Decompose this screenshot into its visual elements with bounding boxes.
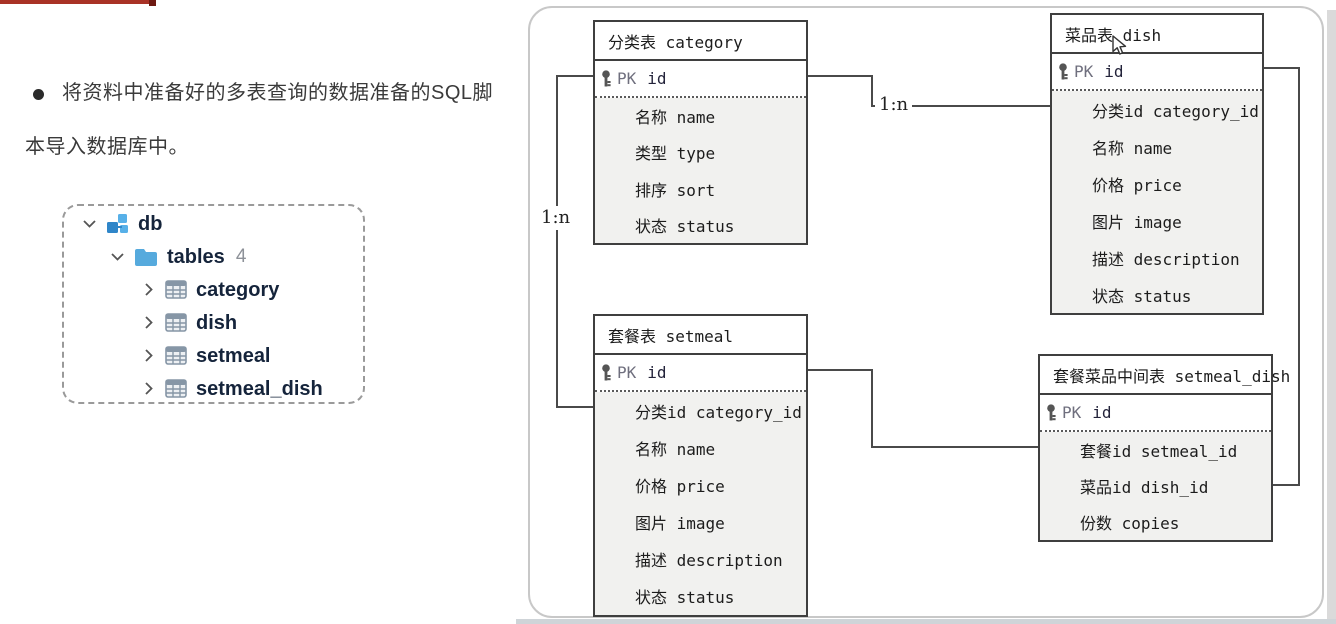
- er-field-list: 分类id category_id 名称 name 价格 price 图片 ima…: [1052, 91, 1262, 313]
- chevron-right-icon[interactable]: [141, 315, 156, 330]
- er-pk-row: PK id: [595, 61, 806, 98]
- pk-field: id: [1104, 62, 1124, 81]
- er-field: 菜品id dish_id: [1080, 478, 1209, 497]
- er-field: 价格 price: [635, 476, 725, 496]
- db-tree-panel: db tables 4: [62, 204, 365, 404]
- pk-tag: PK: [1074, 62, 1094, 81]
- er-field: 套餐id setmeal_id: [1080, 442, 1238, 461]
- chevron-right-icon[interactable]: [141, 282, 156, 297]
- primary-key-icon: [1045, 403, 1057, 422]
- folder-icon: [134, 247, 158, 267]
- primary-key-icon: [600, 69, 612, 88]
- bottom-edge-strip: [516, 619, 1336, 624]
- tree-item-label: db: [138, 212, 163, 235]
- chevron-right-icon[interactable]: [141, 381, 156, 396]
- er-field-list: 名称 name 类型 type 排序 sort 状态 status: [595, 98, 806, 243]
- table-icon: [165, 346, 187, 365]
- er-field: 名称 name: [635, 108, 716, 128]
- table-icon: [165, 280, 187, 299]
- er-table-title: 套餐菜品中间表 setmeal_dish: [1040, 356, 1290, 395]
- tree-item-tables[interactable]: tables 4: [64, 240, 363, 273]
- er-field: 描述 description: [1092, 249, 1240, 269]
- chevron-down-icon[interactable]: [82, 216, 97, 231]
- er-field-list: 分类id category_id 名称 name 价格 price 图片 ima…: [595, 392, 806, 615]
- er-table-category: 分类表 category PK id 名称 name 类型 type 排序 so…: [593, 20, 808, 245]
- er-field: 描述 description: [635, 551, 783, 571]
- er-table-title: 菜品表 dish: [1052, 15, 1262, 54]
- er-pk-row: PK id: [1040, 395, 1271, 432]
- database-schema-icon: [106, 213, 129, 235]
- chevron-down-icon[interactable]: [110, 249, 125, 264]
- pk-tag: PK: [1062, 403, 1082, 422]
- er-field: 价格 price: [1092, 175, 1182, 195]
- er-field: 状态 status: [635, 216, 735, 236]
- tree-item-label: category: [196, 278, 280, 301]
- red-header-strip: [0, 0, 155, 4]
- er-field: 名称 name: [635, 439, 716, 459]
- er-field: 类型 type: [635, 144, 716, 164]
- er-field: 图片 image: [635, 514, 725, 534]
- er-table-title: 套餐表 setmeal: [595, 316, 806, 355]
- table-icon: [165, 313, 187, 332]
- er-table-dish: 菜品表 dish PK id 分类id category_id 名称 name …: [1050, 13, 1264, 315]
- bullet-dot: [33, 89, 44, 100]
- mouse-cursor-icon: [1112, 35, 1127, 55]
- right-edge-strip: [1327, 10, 1336, 624]
- tree-item-db[interactable]: db: [64, 207, 363, 240]
- pk-tag: PK: [617, 69, 637, 88]
- pk-field: id: [1092, 403, 1112, 422]
- er-field: 排序 sort: [635, 180, 716, 200]
- primary-key-icon: [600, 363, 612, 382]
- er-table-title: 分类表 category: [595, 22, 806, 61]
- tree-item-label: dish: [196, 311, 238, 334]
- er-field: 分类id category_id: [1092, 101, 1259, 121]
- tree-item-category[interactable]: category: [64, 273, 363, 306]
- task-text-line2: 本导入数据库中。: [25, 136, 189, 158]
- table-icon: [165, 379, 187, 398]
- er-field: 分类id category_id: [635, 402, 802, 422]
- er-field: 图片 image: [1092, 212, 1182, 232]
- er-table-setmeal-dish: 套餐菜品中间表 setmeal_dish PK id 套餐id setmeal_…: [1038, 354, 1290, 542]
- er-field: 名称 name: [1092, 138, 1173, 158]
- er-field-list: 套餐id setmeal_id 菜品id dish_id 份数 copies: [1040, 432, 1271, 540]
- chevron-right-icon[interactable]: [141, 348, 156, 363]
- tree-item-count: 4: [235, 245, 247, 267]
- er-pk-row: PK id: [1052, 54, 1262, 91]
- tree-item-label: tables: [167, 245, 225, 268]
- pk-field: id: [647, 363, 667, 382]
- tree-item-dish[interactable]: dish: [64, 306, 363, 339]
- red-header-strip-end: [149, 0, 156, 6]
- task-text-line1: 将资料中准备好的多表查询的数据准备的SQL脚: [62, 82, 494, 104]
- pk-tag: PK: [617, 363, 637, 382]
- er-field: 份数 copies: [1080, 514, 1180, 533]
- primary-key-icon: [1057, 62, 1069, 81]
- tree-item-label: setmeal: [196, 344, 271, 367]
- er-field: 状态 status: [1092, 286, 1192, 306]
- tree-item-label: setmeal_dish: [196, 377, 323, 400]
- tree-item-setmeal-dish[interactable]: setmeal_dish: [64, 372, 363, 405]
- relation-label-category-setmeal: 1:n: [537, 206, 575, 230]
- er-pk-row: PK id: [595, 355, 806, 392]
- er-field: 状态 status: [635, 588, 735, 608]
- tree-item-setmeal[interactable]: setmeal: [64, 339, 363, 372]
- pk-field: id: [647, 69, 667, 88]
- er-table-setmeal: 套餐表 setmeal PK id 分类id category_id 名称 na…: [593, 314, 808, 617]
- relation-label-category-dish: 1:n: [875, 93, 913, 117]
